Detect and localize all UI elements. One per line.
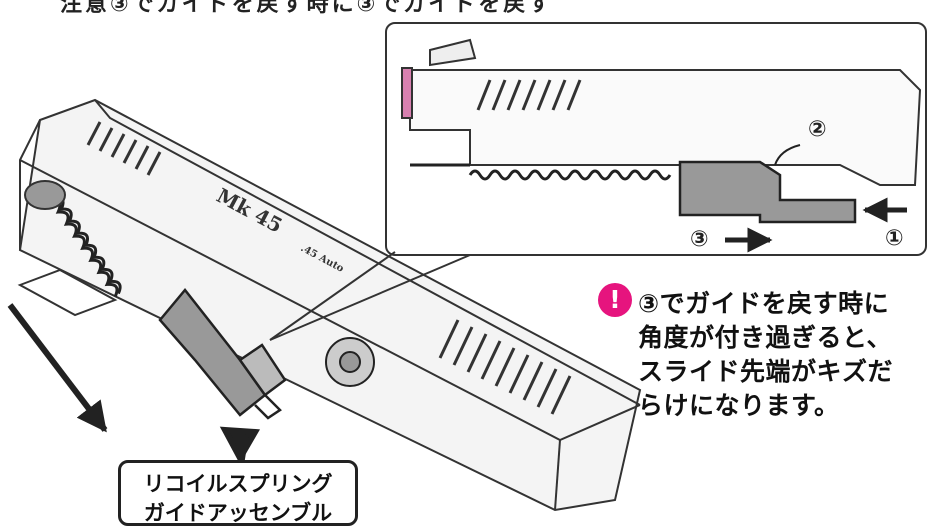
slide-stop (325, 337, 375, 387)
callout-leader (241, 429, 250, 463)
warning-line-1: ③でガイドを戻す時に (638, 289, 890, 318)
callout-line-2: ガイドアッセンブル (143, 501, 333, 525)
slide-body (18, 98, 642, 512)
rear-serrations (86, 121, 162, 176)
leader-line (269, 254, 471, 341)
warning-icon: ! (598, 283, 632, 317)
spring-end-cap (24, 180, 66, 210)
leader-line-2 (269, 251, 396, 341)
guide-assembly (158, 288, 287, 420)
inset-arrows (725, 144, 907, 253)
step-label-3: ③ (690, 227, 709, 252)
part-name-callout: リコイルスプリング ガイドアッセンブル (118, 460, 358, 526)
step-label-2: ② (808, 117, 827, 142)
step-label-1: ① (885, 226, 904, 251)
inset-spring (410, 163, 672, 181)
inset-drawing (401, 38, 922, 186)
front-serrations (438, 319, 572, 415)
callout-line-1: リコイルスプリング (143, 472, 333, 496)
top-caption-partial: 注意③でガイドを戻す時に③でガイドを戻す (60, 0, 554, 17)
warning-line-4: らけになります。 (638, 391, 840, 420)
reference-frame (17, 268, 118, 317)
inset-serrations (476, 79, 582, 111)
inset-guide (678, 160, 857, 224)
warning-line-2: 角度が付き過ぎると、 (638, 323, 893, 352)
warning-line-3: スライド先端がキズだ (638, 357, 894, 386)
detail-inset-panel (385, 22, 927, 256)
